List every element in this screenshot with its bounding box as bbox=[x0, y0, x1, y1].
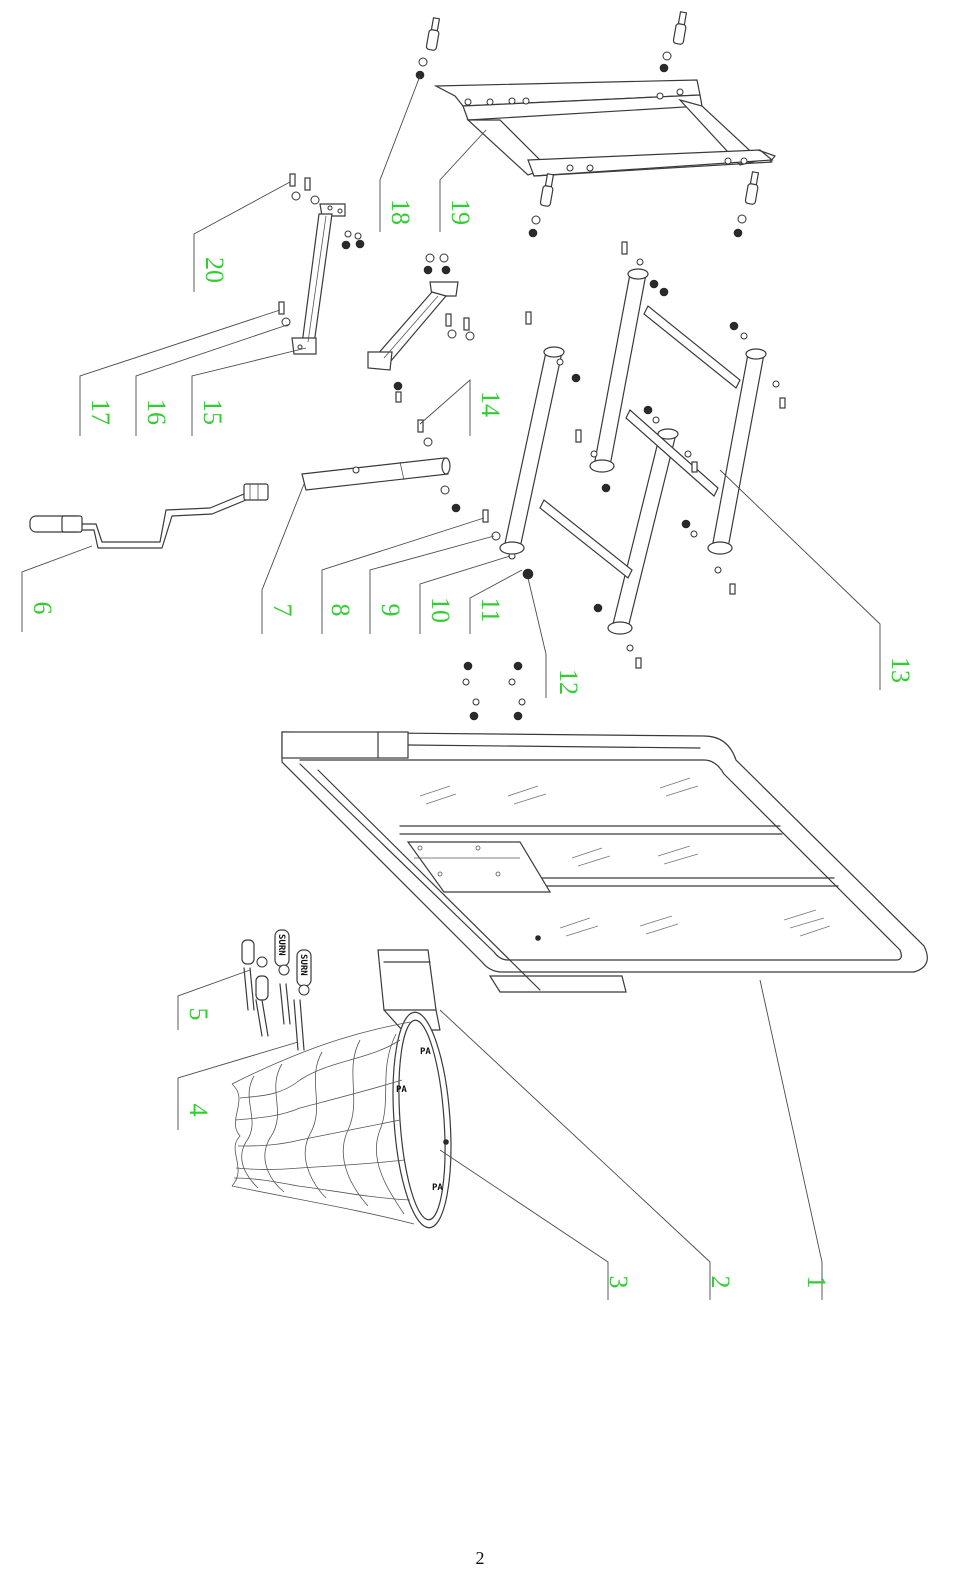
callout-6: 6 bbox=[28, 602, 57, 615]
callout-7: 7 bbox=[268, 604, 297, 617]
bracket-bolts bbox=[415, 11, 760, 238]
callout-13: 13 bbox=[886, 657, 915, 683]
upper-arm bbox=[367, 281, 459, 371]
callout-14: 14 bbox=[476, 391, 505, 417]
callout-15: 15 bbox=[198, 399, 227, 425]
callout-2: 2 bbox=[706, 1276, 735, 1289]
basketball-net bbox=[231, 1021, 415, 1225]
leader-lines bbox=[21, 75, 881, 1300]
callout-20: 20 bbox=[200, 257, 229, 283]
backboard bbox=[281, 731, 928, 993]
svg-text:SURN: SURN bbox=[298, 954, 308, 976]
page-number: 2 bbox=[475, 1548, 485, 1568]
svg-text:PA: PA bbox=[420, 1047, 431, 1057]
mounting-bracket bbox=[433, 79, 776, 177]
callout-10: 10 bbox=[426, 597, 455, 623]
lower-frame-hardware bbox=[462, 241, 786, 721]
hardware-kit: SURN SURN bbox=[241, 929, 312, 1051]
basketball-rim: PA PA PA bbox=[392, 1011, 452, 1229]
callout-8: 8 bbox=[326, 604, 355, 617]
callout-4: 4 bbox=[184, 1104, 213, 1117]
upper-arm-hardware bbox=[393, 253, 475, 447]
callout-9: 9 bbox=[376, 604, 405, 617]
callout-11: 11 bbox=[476, 597, 505, 622]
lower-frame bbox=[499, 268, 767, 635]
short-arm bbox=[291, 203, 346, 355]
callout-19: 19 bbox=[446, 199, 475, 225]
callout-labels: 1 2 3 4 5 6 7 8 9 10 11 12 13 14 15 16 1… bbox=[28, 199, 915, 1289]
callout-16: 16 bbox=[142, 399, 171, 425]
callout-3: 3 bbox=[604, 1276, 633, 1289]
svg-text:SURN: SURN bbox=[276, 934, 286, 956]
callout-17: 17 bbox=[86, 399, 115, 425]
short-arm-hardware bbox=[278, 173, 365, 327]
callout-18: 18 bbox=[386, 199, 415, 225]
adjust-tube bbox=[301, 457, 451, 491]
callout-12: 12 bbox=[554, 669, 583, 695]
rim-bracket bbox=[377, 949, 441, 1031]
svg-text:PA: PA bbox=[396, 1085, 407, 1095]
callout-5: 5 bbox=[184, 1008, 213, 1021]
callout-1: 1 bbox=[802, 1276, 831, 1289]
crank-handle bbox=[29, 483, 269, 549]
svg-text:PA: PA bbox=[432, 1183, 443, 1193]
